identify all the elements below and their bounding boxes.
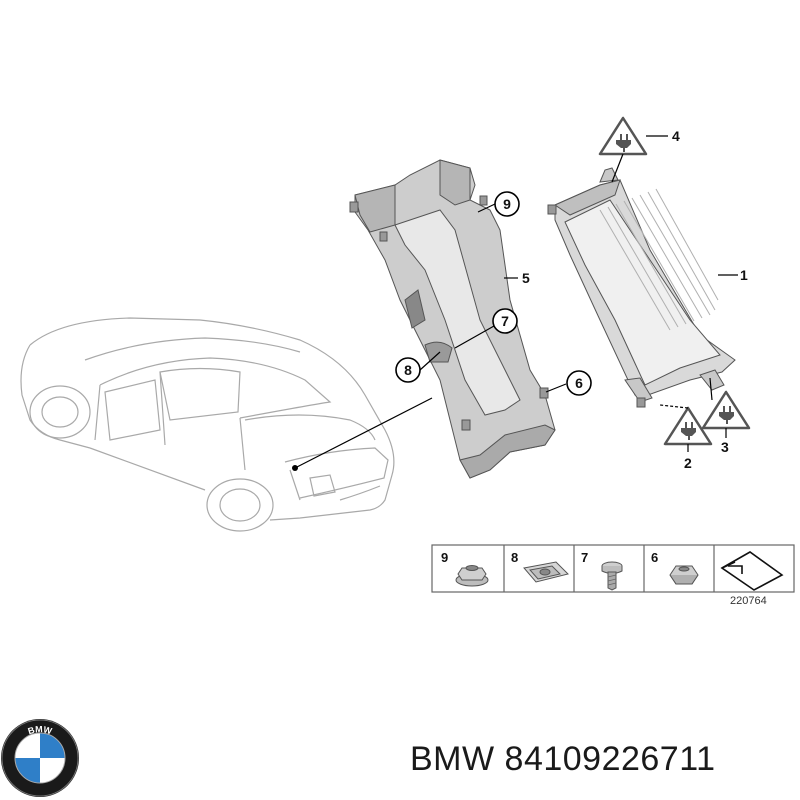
table-cell-number: 6 <box>651 550 658 565</box>
callout-1: 1 <box>740 267 748 283</box>
callout-9: 9 <box>494 191 520 217</box>
warning-triangle-3 <box>701 390 751 430</box>
car-to-bracket-leader <box>294 397 433 469</box>
control-module-part-1 <box>547 167 736 408</box>
warning-triangle-4 <box>598 116 648 156</box>
plug-icon <box>616 134 631 148</box>
callout-4: 4 <box>672 128 680 144</box>
svg-text:7: 7 <box>501 313 509 329</box>
drawing-reference-number: 220764 <box>730 595 767 607</box>
flange-nut-icon <box>455 565 489 587</box>
svg-text:8: 8 <box>404 362 412 378</box>
leader-lines <box>419 135 738 452</box>
nut-icon <box>669 565 699 585</box>
svg-text:9: 9 <box>503 196 511 212</box>
hardware-table: 9 8 7 6 <box>431 544 795 607</box>
table-cell-number: 7 <box>581 550 588 565</box>
bmw-logo: BMW <box>1 719 79 797</box>
logo-text: BMW <box>27 724 54 736</box>
direction-arrow-icon <box>720 551 784 591</box>
plug-icon <box>719 406 734 420</box>
callout-8: 8 <box>395 357 421 383</box>
callout-6: 6 <box>566 370 592 396</box>
screw-icon <box>601 561 623 591</box>
callout-5: 5 <box>522 270 530 286</box>
part-caption: BMW 84109226711 <box>410 740 716 778</box>
module-cooling-fins <box>599 188 719 331</box>
bracket-part-5 <box>349 159 556 479</box>
callout-2: 2 <box>684 455 692 471</box>
callout-3: 3 <box>721 439 729 455</box>
plug-icon <box>681 422 696 436</box>
car-outline <box>20 317 395 532</box>
clip-nut-icon <box>523 561 569 583</box>
callout-7: 7 <box>492 308 518 334</box>
svg-text:6: 6 <box>575 375 583 391</box>
table-cell-number: 9 <box>441 550 448 565</box>
table-cell-number: 8 <box>511 550 518 565</box>
